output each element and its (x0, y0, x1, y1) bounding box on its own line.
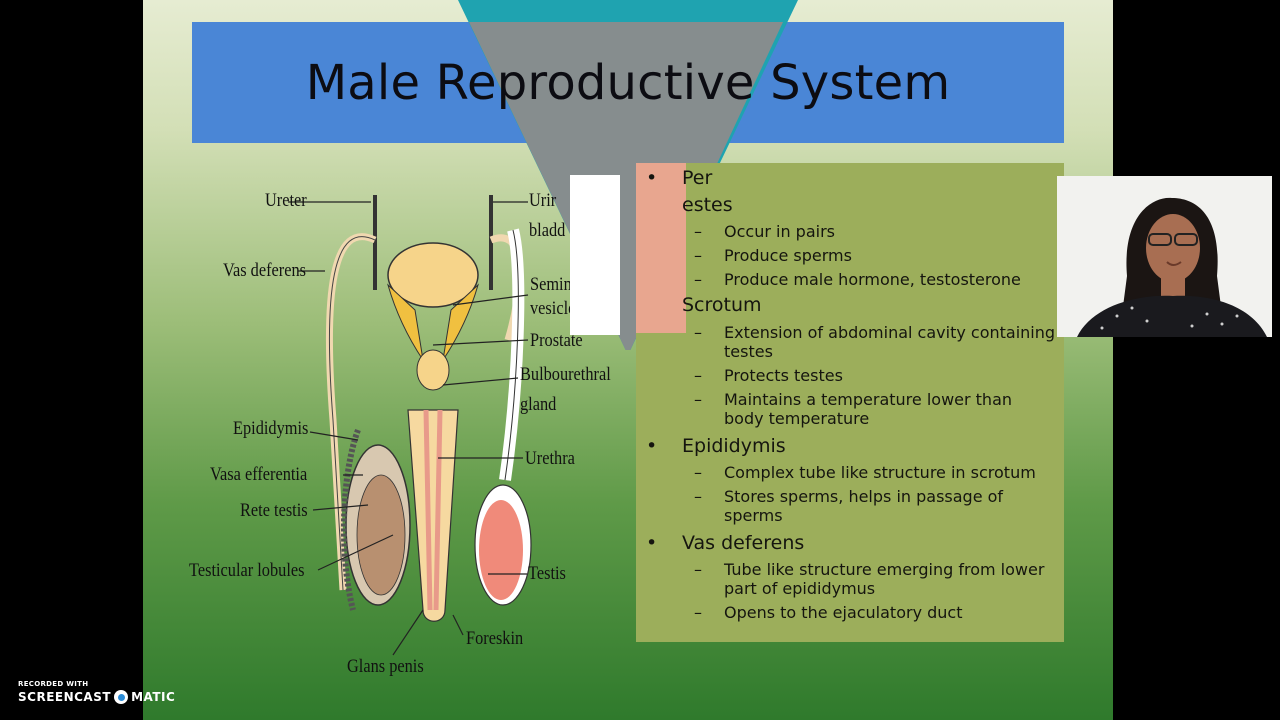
watermark-brand: SCREENCAST MATIC (18, 690, 176, 704)
webcam-overlay (1057, 176, 1272, 337)
sub-item: –Tube like structure emerging from lower… (694, 560, 1045, 598)
label-testicular-lobules: Testicular lobules (189, 560, 305, 581)
sub-item: –Complex tube like structure in scrotum (694, 463, 1036, 482)
label-ureter: Ureter (265, 190, 307, 211)
label-glans-penis: Glans penis (347, 656, 424, 677)
label-epididymis: Epididymis (233, 418, 309, 439)
screencast-logo-icon (114, 690, 129, 704)
anatomy-diagram: Ureter Urir bladd Vas deferens Seminal v… (183, 170, 633, 690)
white-panel (570, 175, 620, 335)
label-foreskin: Foreskin (466, 628, 524, 649)
label-bulbourethral-gland: Bulbourethral (520, 364, 611, 385)
screencast-watermark: RECORDED WITH SCREENCAST MATIC (18, 680, 175, 704)
content-box (636, 163, 1064, 642)
bullet-vas-deferens: •Vas deferens (646, 532, 805, 554)
label-urinary-bladder-2: bladd (529, 220, 566, 241)
bullet-scrotum: Scrotum (682, 294, 762, 316)
label-prostate: Prostate (530, 330, 583, 351)
label-seminal-vesicle-2: vesicle (530, 298, 576, 319)
slide: Male Reproductive System (143, 0, 1113, 720)
bullet-list: •Per estes –Occur in pairs –Produce sper… (636, 163, 1064, 622)
label-urinary-bladder: Urir (529, 190, 557, 211)
pink-strip (636, 163, 686, 333)
label-vasa-efferentia: Vasa efferentia (210, 464, 308, 485)
sub-item: –Occur in pairs (694, 222, 835, 241)
inverted-triangle-graphic (458, 0, 798, 350)
label-vas-deferens: Vas deferens (223, 260, 307, 281)
sub-item: –Produce male hormone, testosterone (694, 270, 1021, 289)
sub-item: –Extension of abdominal cavity containin… (694, 323, 1056, 361)
sub-item: –Produce sperms (694, 246, 852, 265)
presenter-video (1057, 176, 1272, 337)
label-rete-testis: Rete testis (240, 500, 308, 521)
sub-item: –Maintains a temperature lower than body… (694, 390, 1013, 428)
slide-title: Male Reproductive System (305, 54, 951, 111)
bullet-epididymis: •Epididymis (646, 435, 786, 457)
label-bulbourethral-gland-2: gland (520, 394, 557, 415)
label-testis: Testis (528, 563, 566, 584)
reproductive-system-illustration (288, 195, 532, 656)
watermark-recorded-with: RECORDED WITH (18, 680, 89, 688)
sub-item: –Stores sperms, helps in passage of sper… (694, 487, 1004, 525)
sub-item: –Protects testes (694, 366, 843, 385)
bullet-penis: •Per (646, 167, 713, 189)
label-urethra: Urethra (525, 448, 575, 469)
bullet-testes: estes (682, 194, 733, 216)
sub-item: –Opens to the ejaculatory duct (694, 603, 963, 622)
